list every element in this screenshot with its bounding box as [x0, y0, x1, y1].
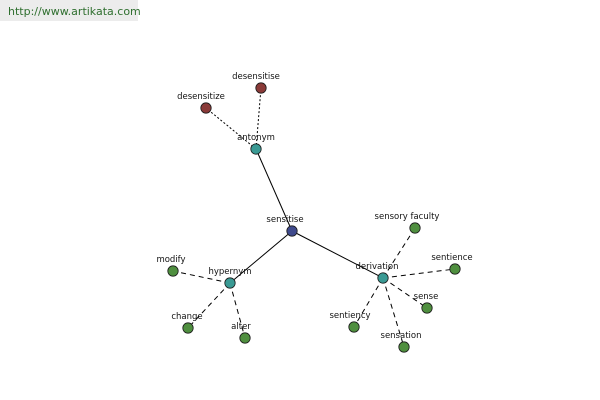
edge-derivation-sensation: [382, 277, 405, 348]
graph-labels: sensitise antonym hypernym derivation desens…: [156, 72, 472, 341]
label-alter[interactable]: alter: [231, 322, 251, 332]
edge-sensitise-antonym: [255, 148, 293, 232]
node-hypernym[interactable]: [224, 277, 236, 289]
label-sensitise[interactable]: sensitise: [266, 215, 303, 225]
edge-hypernym-modify: [172, 270, 231, 284]
edge-sensitise-derivation: [291, 230, 384, 279]
label-change[interactable]: change: [171, 312, 202, 322]
label-antonym[interactable]: antonym: [237, 133, 275, 143]
node-derivation[interactable]: [377, 272, 389, 284]
node-sensory-faculty[interactable]: [409, 222, 421, 234]
label-sentiency[interactable]: sentiency: [329, 311, 370, 321]
node-modify[interactable]: [167, 265, 179, 277]
edge-sensitise-hypernym: [229, 230, 293, 284]
label-derivation[interactable]: derivation: [355, 262, 398, 272]
edge-derivation-sentiency: [353, 277, 384, 328]
edge-derivation-sentience: [382, 268, 456, 279]
label-modify[interactable]: modify: [156, 255, 185, 265]
graph-nodes: [167, 82, 461, 353]
node-alter[interactable]: [239, 332, 251, 344]
label-desensitize[interactable]: desensitize: [177, 92, 225, 102]
site-url[interactable]: http://www.artikata.com: [0, 0, 141, 21]
node-sentiency[interactable]: [348, 321, 360, 333]
node-antonym[interactable]: [250, 143, 262, 155]
node-desensitize[interactable]: [200, 102, 212, 114]
label-desensitise[interactable]: desensitise: [232, 72, 280, 82]
node-sentience[interactable]: [449, 263, 461, 275]
node-change[interactable]: [182, 322, 194, 334]
node-sensation[interactable]: [398, 341, 410, 353]
edge-antonym-desensitize: [205, 107, 257, 150]
label-sense[interactable]: sense: [414, 292, 439, 302]
edge-derivation-sensory-faculty: [382, 227, 416, 279]
label-sensory-faculty[interactable]: sensory faculty: [375, 212, 440, 222]
label-hypernym[interactable]: hypernym: [208, 267, 251, 277]
edge-hypernym-change: [187, 282, 231, 329]
node-sensitise[interactable]: [286, 225, 298, 237]
label-sensation[interactable]: sensation: [381, 331, 422, 341]
node-sense[interactable]: [421, 302, 433, 314]
edge-hypernym-alter: [229, 282, 246, 339]
graph-edges: [172, 87, 456, 348]
node-desensitise[interactable]: [255, 82, 267, 94]
label-sentience[interactable]: sentience: [431, 253, 472, 263]
